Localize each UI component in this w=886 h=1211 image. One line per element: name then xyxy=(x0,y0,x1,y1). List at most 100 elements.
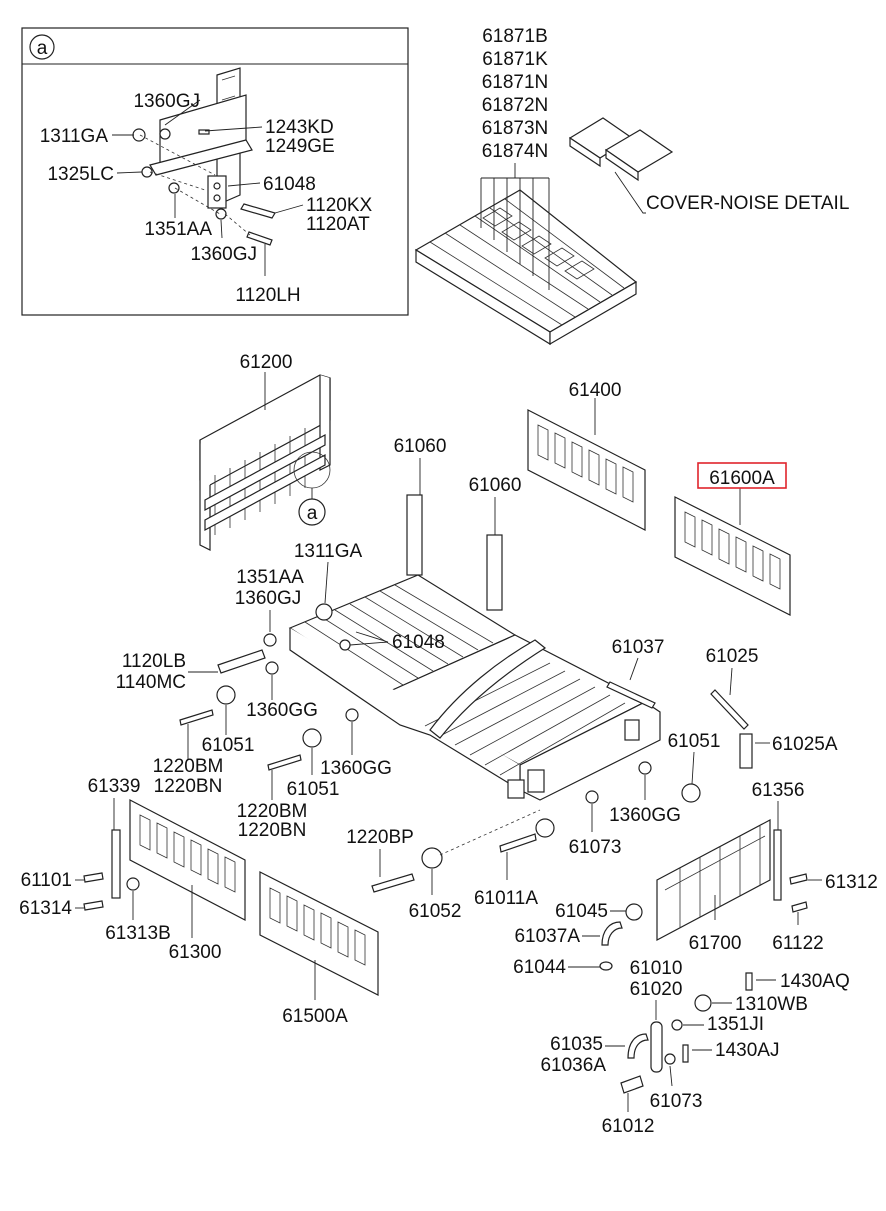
rh-label-4: 61025A xyxy=(772,734,838,755)
lr-label-2: 61312 xyxy=(825,872,878,893)
ll-label-1: 61339 xyxy=(88,776,141,797)
detail-label-10: 1360GJ xyxy=(190,244,257,265)
lr-label-5: 61020 xyxy=(630,979,683,1000)
gate-61400-label: 61400 xyxy=(569,380,622,401)
bushing-61052[interactable] xyxy=(421,847,443,869)
lh-label-13: 1220BM xyxy=(237,801,308,822)
cover-label-5: 61873N xyxy=(482,118,549,139)
rh-label-6: 61073 xyxy=(569,837,622,858)
washer-1360gj[interactable] xyxy=(263,633,277,647)
main-bed-floor[interactable] xyxy=(288,574,661,801)
lr-label-4: 61010 xyxy=(630,958,683,979)
lr-label-11: 1430AJ xyxy=(715,1040,779,1061)
lh-label-12: 61051 xyxy=(287,779,340,800)
lr-label-13: 61012 xyxy=(602,1116,655,1137)
lr-label-8: 1351JI xyxy=(707,1014,764,1035)
highlight-box xyxy=(697,462,787,489)
lh-label-14: 1220BN xyxy=(238,820,307,841)
ll-label-4: 61313B xyxy=(105,923,171,944)
headboard-marker: a xyxy=(307,503,318,524)
ll-label-2: 61101 xyxy=(21,870,72,891)
lr-label-6: 1430AQ xyxy=(780,971,850,992)
lh-label-9: 1220BM xyxy=(153,756,224,777)
gate-61600a[interactable]: 61600A xyxy=(674,462,791,616)
cover-label-3: 61871N xyxy=(482,72,549,93)
pin-61025a[interactable] xyxy=(739,733,753,769)
ll-label-3: 61314 xyxy=(19,898,72,919)
cover-noise-group: 61871B 61871K 61871N 61872N 61873N 61874… xyxy=(414,26,849,346)
lh-label-11: 1360GG xyxy=(320,758,392,779)
lc-label-1: 1220BP xyxy=(346,827,414,848)
rail-61037[interactable] xyxy=(606,681,656,709)
lh-label-6: 1140MC xyxy=(116,672,186,693)
nut-1311ga[interactable] xyxy=(315,603,333,621)
ll-label-6: 61500A xyxy=(282,1006,348,1027)
detail-label-6: 61048 xyxy=(263,174,316,195)
lower-right: 61700 61312 61122 61010 61020 1430AQ 131… xyxy=(540,819,878,1137)
lr-label-10: 61036A xyxy=(540,1055,606,1076)
lr-label-12: 61073 xyxy=(650,1091,703,1112)
lh-label-3: 1360GJ xyxy=(235,588,302,609)
detail-a-box: a 1360GJ 1311GA 1243KD 1249GE 1325LC xyxy=(21,27,409,316)
hinge-61356[interactable] xyxy=(773,829,782,901)
lc-label-3: 61011A xyxy=(474,888,538,909)
cover-label-1: 61871B xyxy=(482,26,548,47)
lh-label-8: 61051 xyxy=(202,735,255,756)
detail-label-7: 1120KX xyxy=(306,195,373,216)
post-label-1: 61060 xyxy=(394,436,447,457)
bushing-61051-b[interactable] xyxy=(302,728,322,748)
lh-label-2: 1351AA xyxy=(236,567,304,588)
cover-label-4: 61872N xyxy=(482,95,549,116)
gate-61500a[interactable] xyxy=(259,871,379,996)
headboard-61200[interactable]: a 61200 xyxy=(199,352,331,551)
bushing-61045[interactable] xyxy=(625,903,643,921)
detail-label-11: 1120LH xyxy=(235,285,300,306)
detail-label-9: 1351AA xyxy=(144,219,212,240)
rh-label-7: 61356 xyxy=(752,780,805,801)
lh-label-4: 61048 xyxy=(392,632,445,653)
right-hardware: 61037 61025 61051 61025A 1360GG 61073 61… xyxy=(569,637,838,901)
lh-label-7: 1360GG xyxy=(246,700,318,721)
detail-label-4: 1249GE xyxy=(265,136,335,157)
lc-label-6: 61044 xyxy=(513,957,566,978)
detail-marker-circle xyxy=(29,34,55,60)
lr-label-1: 61700 xyxy=(689,933,742,954)
bushing-61051-a[interactable] xyxy=(216,685,236,705)
link-61010[interactable] xyxy=(650,1021,663,1073)
lr-label-3: 61122 xyxy=(772,933,823,954)
lh-label-10: 1220BN xyxy=(154,776,223,797)
gate-61700[interactable] xyxy=(656,819,771,941)
detail-label-3: 1243KD xyxy=(265,117,334,138)
post-61060-right[interactable]: 61060 xyxy=(469,475,522,611)
left-hardware: 1311GA 1351AA 1360GJ 61048 1120LB 1140MC… xyxy=(116,541,445,841)
lr-label-7: 1310WB xyxy=(735,994,808,1015)
bushing-61012[interactable] xyxy=(620,1075,644,1094)
gate-61300[interactable] xyxy=(129,799,246,921)
ll-label-5: 61300 xyxy=(169,942,222,963)
headboard-marker-circle xyxy=(298,498,326,526)
bushing-61051-c[interactable] xyxy=(681,783,701,803)
detail-label-5: 1325LC xyxy=(47,164,114,185)
lower-left: 61339 61101 61314 61313B 61300 61500A xyxy=(19,776,379,1027)
latch-61025[interactable] xyxy=(710,689,749,730)
bolt-1120lb[interactable] xyxy=(217,649,266,674)
pin-61035[interactable] xyxy=(627,1033,649,1059)
detail-label-8: 1120AT xyxy=(306,214,370,235)
rh-label-2: 61025 xyxy=(706,646,759,667)
cover-label-2: 61871K xyxy=(482,49,548,70)
lc-label-2: 61052 xyxy=(409,901,462,922)
detail-label-1: 1360GJ xyxy=(133,91,200,112)
post-label-2: 61060 xyxy=(469,475,522,496)
rh-label-5: 1360GG xyxy=(609,805,681,826)
lr-label-9: 61035 xyxy=(550,1034,603,1055)
bracket-61011a[interactable] xyxy=(535,818,555,838)
lc-label-4: 61045 xyxy=(555,901,608,922)
post-61060-left[interactable]: 61060 xyxy=(394,436,447,576)
hinge-61339[interactable] xyxy=(111,829,121,899)
pin-61037a[interactable] xyxy=(601,921,623,946)
cover-noise-detail-label: COVER-NOISE DETAIL xyxy=(646,193,849,214)
lh-label-1: 1311GA xyxy=(294,541,363,562)
lc-label-5: 61037A xyxy=(514,926,580,947)
gate-61400[interactable]: 61400 xyxy=(527,380,646,531)
